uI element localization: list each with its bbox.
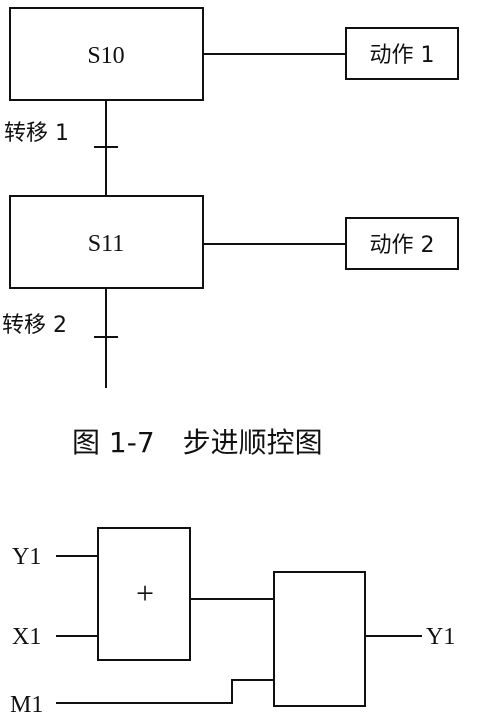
step-label-s11: S11 (88, 231, 124, 257)
transition-label-2: 转移 2 (2, 313, 67, 338)
transition-label-1: 转移 1 (4, 121, 69, 146)
step-box-s10 (9, 7, 204, 101)
action-box-2 (345, 217, 459, 270)
and-gate-box (273, 571, 366, 707)
input-label-y1: Y1 (12, 544, 41, 570)
logic-diagram: Y1 X1 + M1 Y1 (10, 527, 455, 718)
action-label-2: 动作 2 (370, 233, 435, 258)
step-label-s10: S10 (87, 43, 124, 69)
action-box-1 (345, 27, 459, 80)
input-wire-m1 (56, 679, 274, 704)
step-box-s11 (9, 195, 204, 289)
or-gate-box (97, 527, 191, 661)
action-label-1: 动作 1 (370, 43, 435, 68)
sfc-diagram: S10 动作 1 转移 1 S11 动作 2 转移 2 (2, 7, 459, 388)
input-label-m1: M1 (10, 692, 43, 718)
input-label-x1: X1 (12, 624, 41, 650)
figure-caption: 图 1-7 步进顺控图 (72, 426, 323, 459)
output-label-y1: Y1 (426, 624, 455, 650)
or-gate-symbol: + (136, 575, 154, 611)
